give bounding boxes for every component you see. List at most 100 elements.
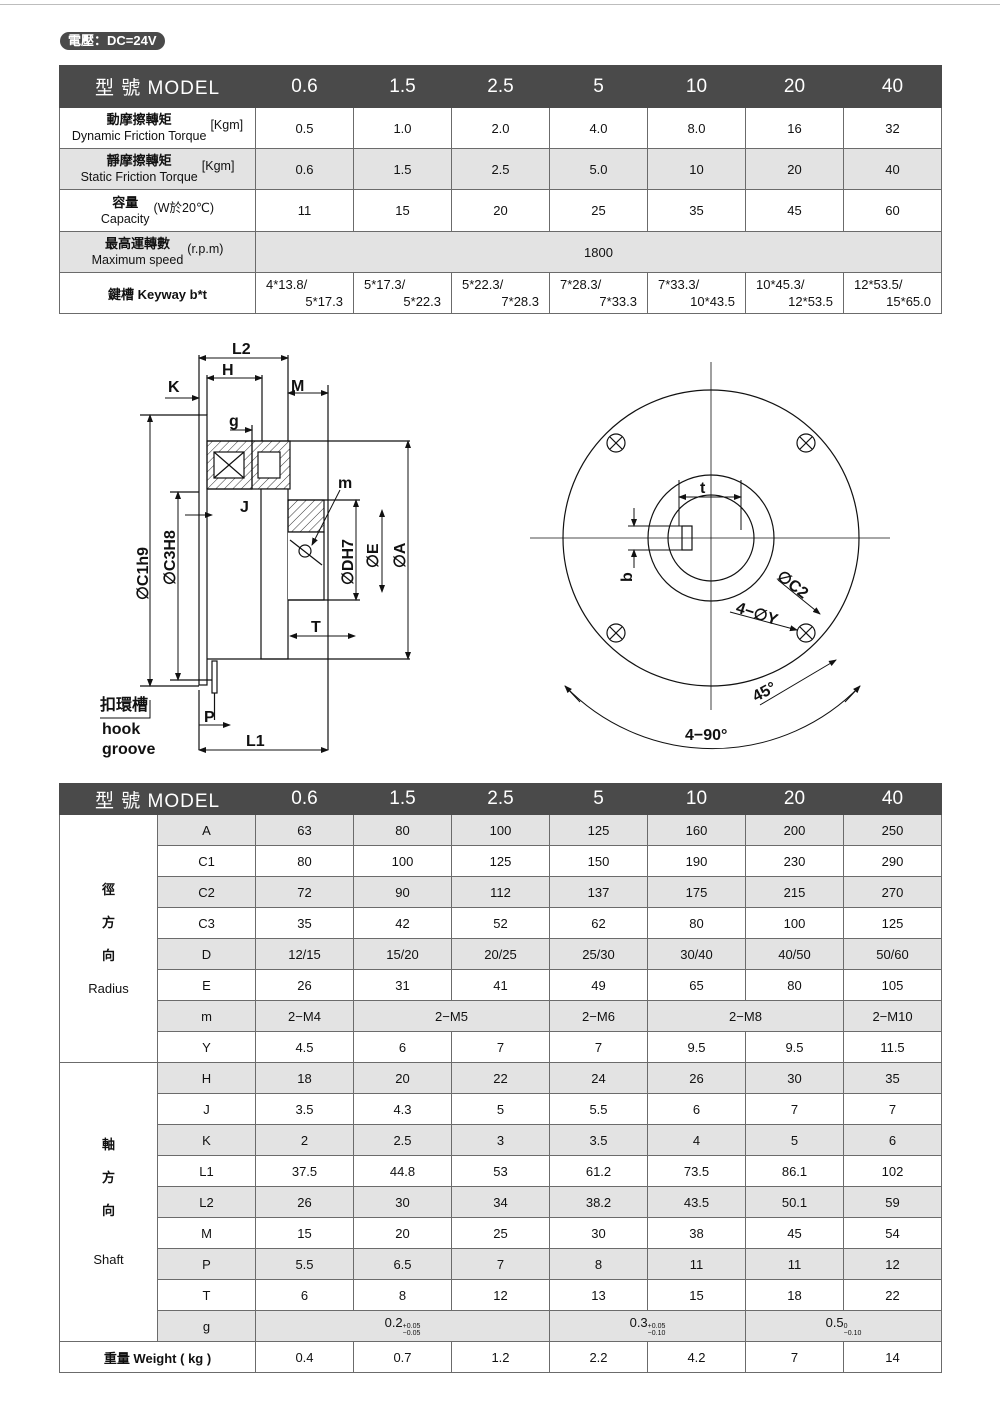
cell: 105 (843, 969, 942, 1001)
group-char: 向 (101, 947, 115, 963)
keyway-a: 4*13.8/ (266, 277, 308, 292)
keyway-a: 7*33.3/ (658, 277, 700, 292)
cell: 11.5 (843, 1031, 942, 1063)
cell: 41 (451, 969, 550, 1001)
cell: 34 (451, 1186, 550, 1218)
tol-upper: +0.05 (402, 1323, 421, 1330)
label-en: Capacity (100, 211, 150, 226)
model-col: 1.5 (353, 65, 452, 108)
cell: 3.5 (549, 1124, 648, 1156)
tol-upper: 0 (843, 1323, 848, 1330)
side-view-labels: L2 H K M g J m ∅C1h9 ∅C3H8 ∅DH7 ∅E ∅A T … (100, 341, 409, 758)
keyway-a: 5*22.3/ (462, 277, 504, 292)
cell: 4.3 (353, 1093, 452, 1125)
row-key: A (157, 814, 256, 846)
cell: 100 (353, 845, 452, 877)
cell: 2 (255, 1124, 354, 1156)
cell: 2.2 (549, 1341, 648, 1373)
keyway-b: 5*17.3 (305, 294, 343, 309)
model-col: 20 (745, 65, 844, 108)
cell: 5 (451, 1093, 550, 1125)
cell: 6 (255, 1279, 354, 1311)
row-key: C3 (157, 907, 256, 939)
cell: 65 (647, 969, 746, 1001)
cell: 0.6 (255, 148, 354, 190)
cell: 5.5 (549, 1093, 648, 1125)
table-row: M 15 20 25 30 38 45 54 (60, 1217, 942, 1249)
row-key: L2 (157, 1186, 256, 1218)
cell: 102 (843, 1155, 942, 1187)
cell: 25 (549, 189, 648, 232)
cell: 49 (549, 969, 648, 1001)
row-key: E (157, 969, 256, 1001)
cell: 59 (843, 1186, 942, 1218)
cell: 160 (647, 814, 746, 846)
row-key: K (157, 1124, 256, 1156)
cell: 200 (745, 814, 844, 846)
cell: 9.5 (745, 1031, 844, 1063)
label-J: J (240, 499, 249, 516)
unit-label: [Kgm] (201, 159, 235, 173)
max-speed-value: 1800 (255, 231, 942, 273)
keyway-b: 12*53.5 (788, 294, 833, 309)
cell: 137 (549, 876, 648, 908)
cell: 10*45.3/12*53.5 (745, 272, 844, 314)
cell: 3.5 (255, 1093, 354, 1125)
tol-base: 0.5 (825, 1315, 844, 1330)
row-key: C1 (157, 845, 256, 877)
table-row: T 6 8 12 13 15 18 22 (60, 1279, 942, 1311)
cell: 10 (647, 148, 746, 190)
table-row: L1 37.5 44.8 53 61.2 73.5 86.1 102 (60, 1155, 942, 1187)
cell: 12*53.5/15*65.0 (843, 272, 942, 314)
group-char: 軸 (101, 1137, 115, 1152)
model-col: 1.5 (353, 783, 452, 815)
label-K: K (168, 379, 180, 396)
cell: 11 (647, 1248, 746, 1280)
table-row: P 5.5 6.5 7 8 11 11 12 (60, 1248, 942, 1280)
cell: 20/25 (451, 938, 550, 970)
voltage-badge: 電壓：DC=24V (60, 32, 165, 50)
label-E: ∅E (365, 543, 382, 568)
model-col: 40 (843, 783, 942, 815)
keyway-b: 15*65.0 (886, 294, 931, 309)
cell: 5.5 (255, 1248, 354, 1280)
label-en: Static Friction Torque (80, 170, 198, 184)
label-cn: 動摩擦轉矩 (106, 112, 172, 127)
table-row: L2 26 30 34 38.2 43.5 50.1 59 (60, 1186, 942, 1218)
tolerance-cell: 0.2+0.05−0.05 (255, 1310, 550, 1342)
cell: 100 (745, 907, 844, 939)
cell: 25/30 (549, 938, 648, 970)
model-header-label: 型 號 MODEL (59, 783, 256, 815)
cell: 26 (255, 1186, 354, 1218)
cell: 90 (353, 876, 452, 908)
dimension-lines (100, 355, 411, 753)
cell: 72 (255, 876, 354, 908)
cell: 18 (745, 1279, 844, 1311)
groove-label-en: groove (102, 741, 155, 758)
cell: 60 (843, 189, 942, 232)
label-90: 4−90° (685, 727, 727, 744)
cell: 290 (843, 845, 942, 877)
cell: 0.4 (255, 1341, 354, 1373)
label-C1: ∅C1h9 (135, 547, 152, 600)
cell: 2−M8 (647, 1000, 844, 1032)
cell: 15 (647, 1279, 746, 1311)
group-char: 方 (101, 914, 115, 930)
cell: 7 (451, 1248, 550, 1280)
cell: 5*22.3/7*28.3 (451, 272, 550, 314)
model-header-label: 型 號 MODEL (59, 65, 256, 108)
model-col: 5 (549, 783, 648, 815)
bolt-hole (796, 433, 816, 453)
cell: 13 (549, 1279, 648, 1311)
cell: 40/50 (745, 938, 844, 970)
cell: 45 (745, 189, 844, 232)
cell: 20 (353, 1062, 452, 1094)
row-key: J (157, 1093, 256, 1125)
